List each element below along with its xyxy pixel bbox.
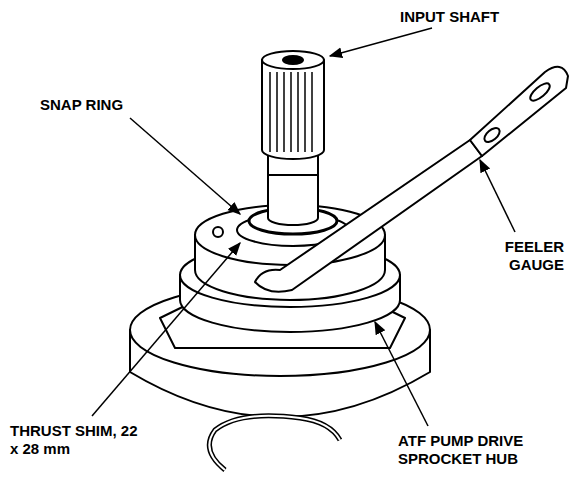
spline-stroke — [297, 72, 299, 152]
gauge-rivet — [482, 125, 502, 144]
leader-line — [480, 160, 515, 232]
shaft-end — [262, 51, 324, 69]
feeler-gauge-blade — [255, 140, 482, 292]
shaft-bore — [283, 56, 303, 64]
wire-tube-core — [209, 416, 340, 470]
part-label: ATF PUMP DRIVE SPROCKET HUB — [398, 432, 566, 468]
spline-stroke — [269, 72, 271, 152]
feeler-gauge-handle — [470, 67, 568, 156]
spline-stroke — [311, 72, 313, 152]
spline-stroke — [304, 72, 306, 152]
spline-stroke — [283, 72, 285, 152]
part-label: FEELER GAUGE — [480, 238, 564, 274]
spline-stroke — [276, 72, 278, 152]
shaft-groove — [268, 174, 318, 176]
leader-line — [92, 243, 240, 416]
part-label: SNAP RING — [40, 96, 150, 114]
leader-line — [130, 118, 240, 214]
part-label: INPUT SHAFT — [400, 8, 530, 26]
spline-stroke — [290, 72, 292, 152]
hub-hole — [213, 227, 223, 237]
input-shaft — [262, 60, 324, 159]
leader-line — [330, 28, 432, 56]
part-label: THRUST SHIM, 22 x 28 mm — [10, 422, 138, 458]
gauge-slot — [528, 80, 553, 103]
shaft-collar — [268, 150, 318, 225]
leader-line — [375, 322, 428, 426]
wire-tube — [209, 416, 340, 470]
